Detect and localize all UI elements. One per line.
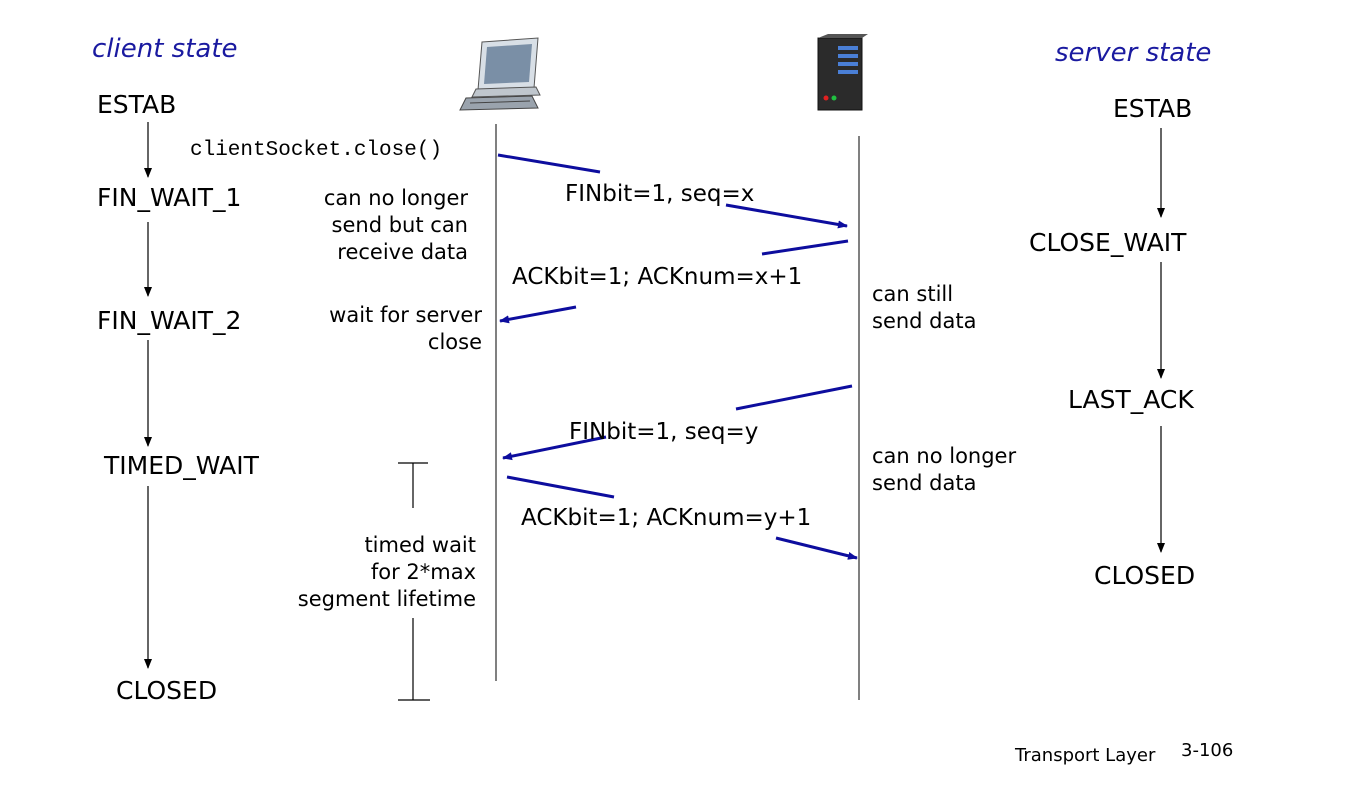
server-tower-icon <box>817 34 868 111</box>
server-state-header: server state <box>1055 38 1212 68</box>
desktop-computer-icon <box>459 37 541 111</box>
client-state-fin-wait-1: FIN_WAIT_1 <box>97 183 242 212</box>
message-label-ack-client: ACKbit=1; ACKnum=y+1 <box>521 505 812 531</box>
server-state-estab: ESTAB <box>1113 94 1193 123</box>
note-fin-wait-2: wait for server close <box>329 303 482 354</box>
message-label-ack-server: ACKbit=1; ACKnum=x+1 <box>512 264 803 290</box>
client-state-estab: ESTAB <box>97 90 177 119</box>
message-label-fin-client: FINbit=1, seq=x <box>565 181 755 207</box>
message-label-fin-server: FINbit=1, seq=y <box>569 419 759 445</box>
note-fin-wait-1: can no longer send but can receive data <box>323 186 468 264</box>
server-state-last-ack: LAST_ACK <box>1068 385 1194 414</box>
footer-page-number: 3-106 <box>1181 740 1234 761</box>
client-state-timed-wait: TIMED_WAIT <box>104 451 259 480</box>
client-state-header: client state <box>92 34 238 64</box>
client-state-fin-wait-2: FIN_WAIT_2 <box>97 306 242 335</box>
message-arrow-fin-client <box>497 153 848 229</box>
note-close-wait: can still send data <box>872 282 977 333</box>
message-arrow-ack-client <box>506 475 858 560</box>
footer-label: Transport Layer <box>1015 745 1156 766</box>
note-timed-wait: timed wait for 2*max segment lifetime <box>297 533 476 611</box>
message-arrow-ack-server <box>499 239 849 324</box>
client-socket-close-call: clientSocket.close() <box>190 139 443 162</box>
server-state-close-wait: CLOSE_WAIT <box>1029 228 1187 257</box>
timed-wait-bracket <box>398 462 430 701</box>
client-state-closed: CLOSED <box>116 676 218 705</box>
message-arrow-fin-server <box>502 384 853 461</box>
server-state-closed: CLOSED <box>1094 561 1196 590</box>
note-last-ack: can no longer send data <box>872 444 1017 495</box>
